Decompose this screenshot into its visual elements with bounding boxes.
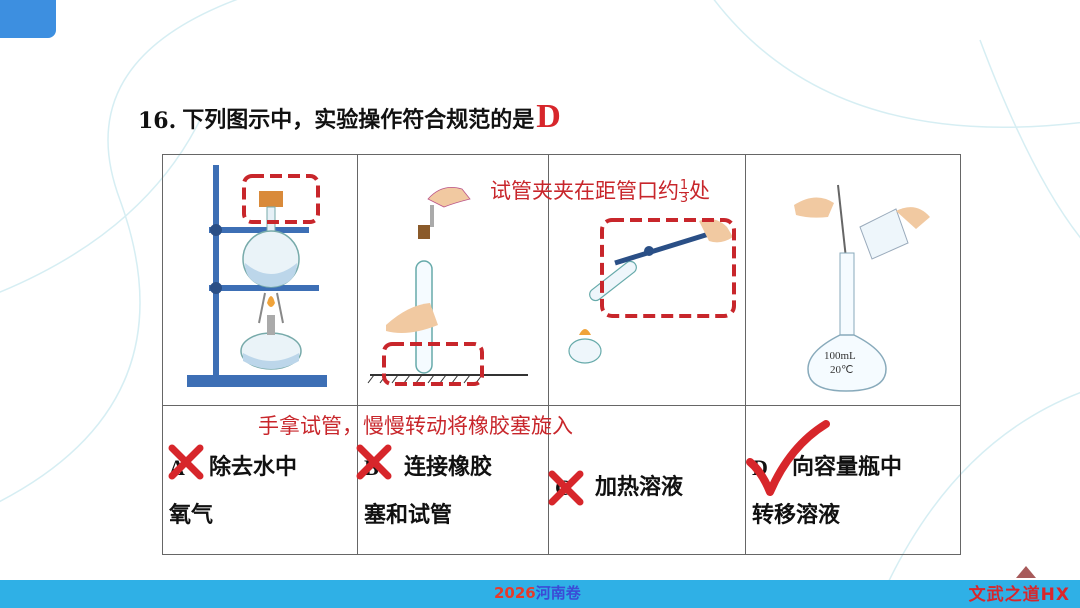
tube-bottom-highlight-box bbox=[382, 342, 484, 386]
flask-volume-label: 100mL bbox=[824, 350, 856, 362]
option-b-line2: 塞和试管 bbox=[364, 503, 453, 528]
cross-icon bbox=[356, 444, 392, 480]
image-cell-c bbox=[548, 154, 746, 406]
option-a: A除去水中 氧气 bbox=[162, 405, 358, 555]
footer-exam-label: 2026河南卷 bbox=[494, 582, 581, 603]
question-number: 16. bbox=[138, 108, 177, 134]
option-c-line1: 加热溶液 bbox=[595, 475, 684, 500]
footer-bar bbox=[0, 580, 1080, 608]
corner-tab bbox=[0, 0, 56, 38]
image-cell-a bbox=[162, 154, 358, 406]
options-table: 100mL 20℃ A除去水中 氧气 B连接橡胶 塞和试管 C加热溶液 D向容量… bbox=[162, 154, 961, 555]
cross-icon bbox=[548, 470, 584, 506]
option-b-line1: 连接橡胶 bbox=[404, 455, 493, 480]
hold-tube-note: 手拿试管，慢慢转动将橡胶塞旋入 bbox=[258, 414, 573, 438]
cross-icon bbox=[168, 444, 204, 480]
image-cell-d: 100mL 20℃ bbox=[745, 154, 961, 406]
question-answer: D bbox=[536, 98, 561, 135]
footer-year: 2026 bbox=[494, 584, 536, 602]
up-arrow-icon[interactable] bbox=[1016, 566, 1036, 578]
fraction-numerator: 1 bbox=[679, 177, 689, 193]
volumetric-flask-illustration: 100mL 20℃ bbox=[794, 184, 930, 392]
clamp-note-suffix: 处 bbox=[689, 179, 710, 203]
option-a-line1: 除去水中 bbox=[209, 455, 298, 480]
footer-brand: 文武之道HX bbox=[968, 585, 1070, 605]
check-icon bbox=[746, 420, 830, 496]
question-header: 16. 下列图示中，实验操作符合规范的是 D bbox=[138, 90, 561, 135]
footer-exam: 河南卷 bbox=[535, 584, 581, 602]
image-cell-b bbox=[357, 154, 549, 406]
option-d-line1: 向容量瓶中 bbox=[792, 455, 903, 480]
flask-temp-label: 20℃ bbox=[830, 364, 853, 376]
option-d-line2: 转移溶液 bbox=[752, 503, 841, 528]
fraction-denominator: 3 bbox=[679, 190, 689, 206]
option-c: C加热溶液 bbox=[548, 405, 746, 555]
option-a-line2: 氧气 bbox=[169, 503, 214, 528]
stopper-highlight-box bbox=[242, 174, 320, 224]
clamp-note-prefix: 试管夹夹在距管口约 bbox=[490, 179, 679, 203]
clamp-highlight-box bbox=[600, 218, 736, 318]
question-text: 下列图示中，实验操作符合规范的是 bbox=[182, 108, 535, 133]
